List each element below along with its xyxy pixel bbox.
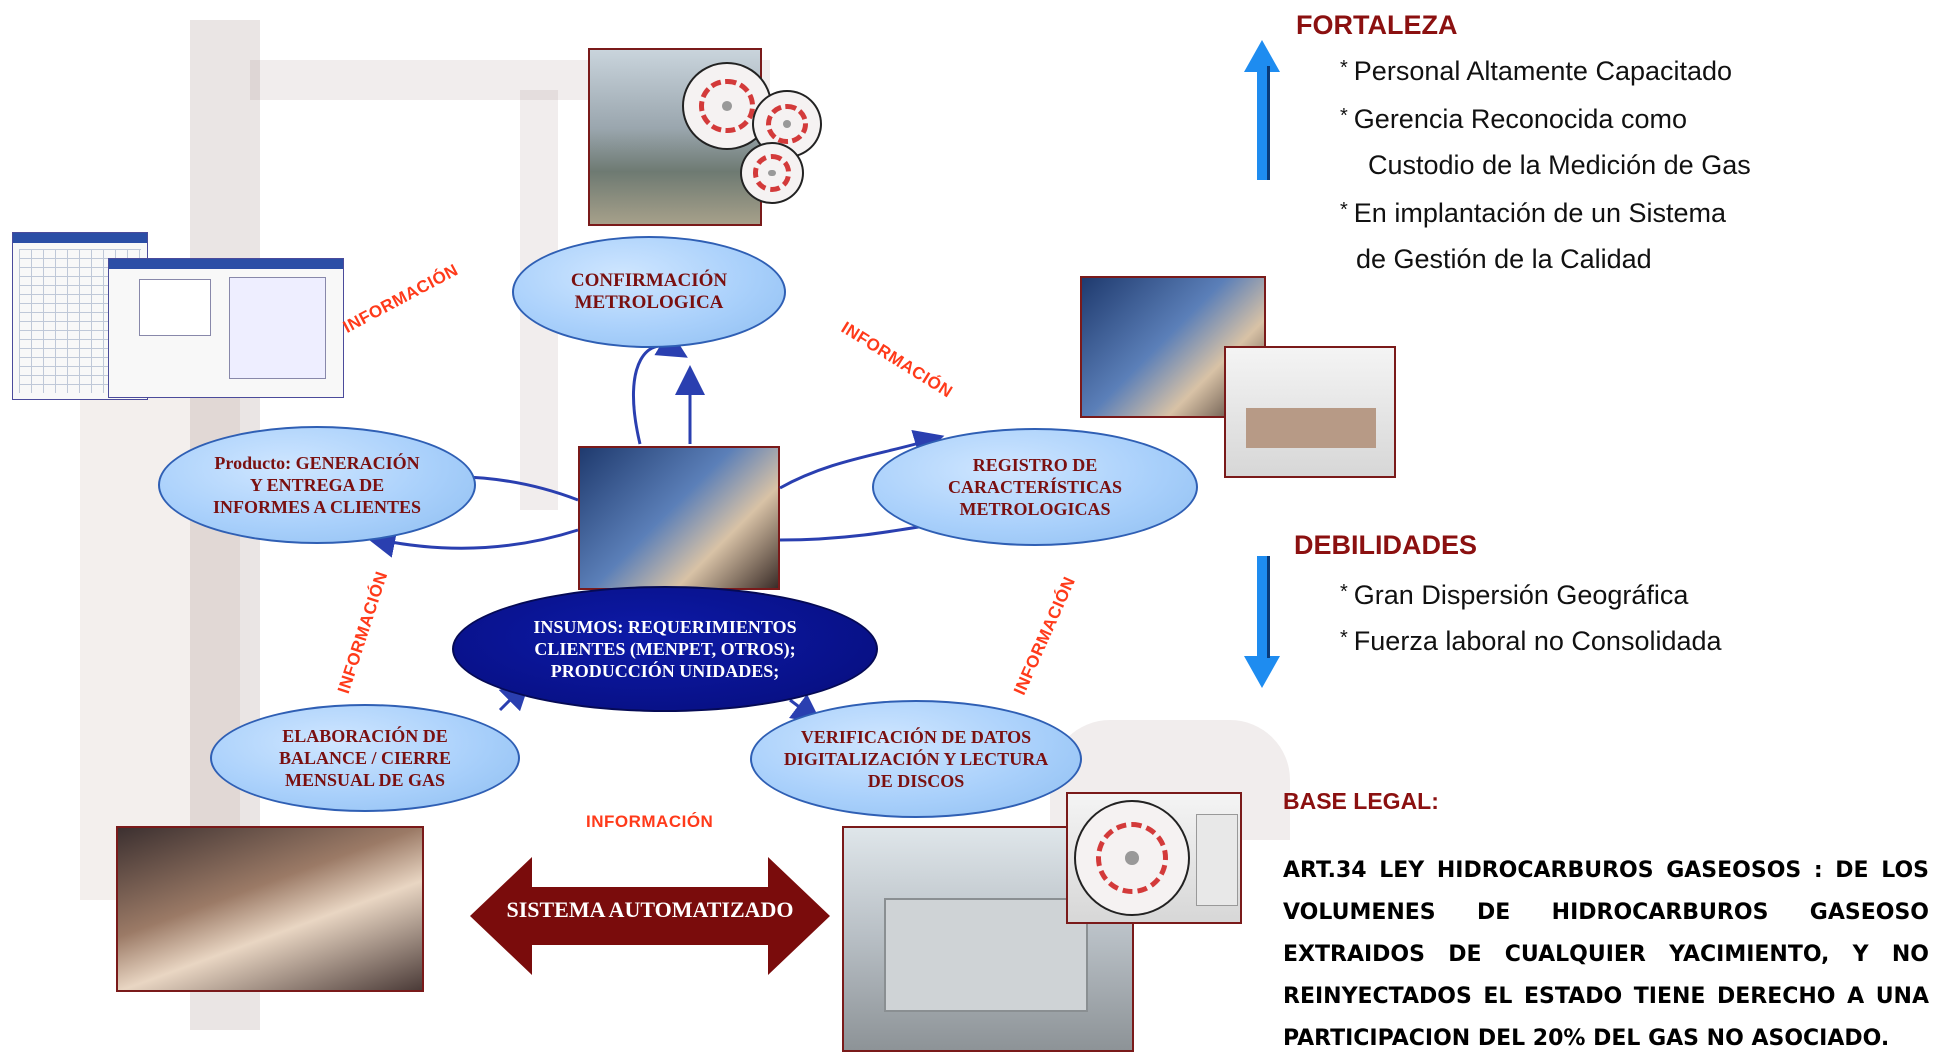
photo-operator-computer bbox=[578, 446, 780, 590]
photo-meeting-room bbox=[1224, 346, 1396, 478]
node-label: CONFIRMACIÓN METROLOGICA bbox=[570, 270, 728, 313]
fortaleza-item: Custodio de la Medición de Gas bbox=[1368, 150, 1751, 180]
node-producto-informes: Producto: GENERACIÓN Y ENTREGA DE INFORM… bbox=[158, 426, 476, 544]
debilidades-title: DEBILIDADES bbox=[1294, 530, 1478, 560]
node-elaboracion-balance: ELABORACIÓN DE BALANCE / CIERRE MENSUAL … bbox=[210, 704, 520, 812]
node-label: Producto: GENERACIÓN Y ENTREGA DE INFORM… bbox=[212, 453, 422, 517]
sistema-label: SISTEMA AUTOMATIZADO bbox=[506, 897, 794, 922]
fortaleza-item: *En implantación de un Sistema bbox=[1340, 198, 1727, 228]
photo-engineers-screen bbox=[116, 826, 424, 992]
node-verificacion-datos: VERIFICACIÓN DE DATOS DIGITALIZACIÓN Y L… bbox=[750, 700, 1082, 818]
info-label-bottom: INFORMACIÓN bbox=[586, 812, 714, 831]
fortaleza-item: de Gestión de la Calidad bbox=[1356, 244, 1652, 274]
node-label: REGISTRO DE CARACTERÍSTICAS METROLOGICAS bbox=[947, 455, 1123, 519]
node-label: ELABORACIÓN DE BALANCE / CIERRE MENSUAL … bbox=[278, 726, 452, 790]
chart-disc-image bbox=[740, 142, 804, 204]
node-registro-caracteristicas: REGISTRO DE CARACTERÍSTICAS METROLOGICAS bbox=[872, 428, 1198, 546]
fortaleza-item: *Gerencia Reconocida como bbox=[1340, 104, 1687, 134]
sistema-double-arrow bbox=[470, 857, 830, 975]
fortaleza-title: FORTALEZA bbox=[1296, 10, 1458, 40]
base-legal-title: BASE LEGAL: bbox=[1283, 788, 1439, 814]
arrow-up-icon bbox=[1244, 40, 1280, 180]
node-confirmacion-metrologica: CONFIRMACIÓN METROLOGICA bbox=[512, 236, 786, 348]
screenshot-disc-reader bbox=[1066, 792, 1242, 924]
node-insumos: INSUMOS: REQUERIMIENTOS CLIENTES (MENPET… bbox=[452, 586, 878, 712]
arrow-down-icon bbox=[1244, 556, 1280, 688]
debilidades-item: *Fuerza laboral no Consolidada bbox=[1340, 626, 1722, 656]
fortaleza-item: *Personal Altamente Capacitado bbox=[1340, 56, 1733, 86]
base-legal-text: ART.34 LEY HIDROCARBUROS GASEOSOS : DE L… bbox=[1283, 858, 1929, 1051]
node-label: VERIFICACIÓN DE DATOS DIGITALIZACIÓN Y L… bbox=[783, 727, 1049, 791]
debilidades-item: *Gran Dispersión Geográfica bbox=[1340, 580, 1689, 610]
node-label: INSUMOS: REQUERIMIENTOS CLIENTES (MENPET… bbox=[533, 617, 797, 681]
screenshot-software bbox=[108, 258, 344, 398]
